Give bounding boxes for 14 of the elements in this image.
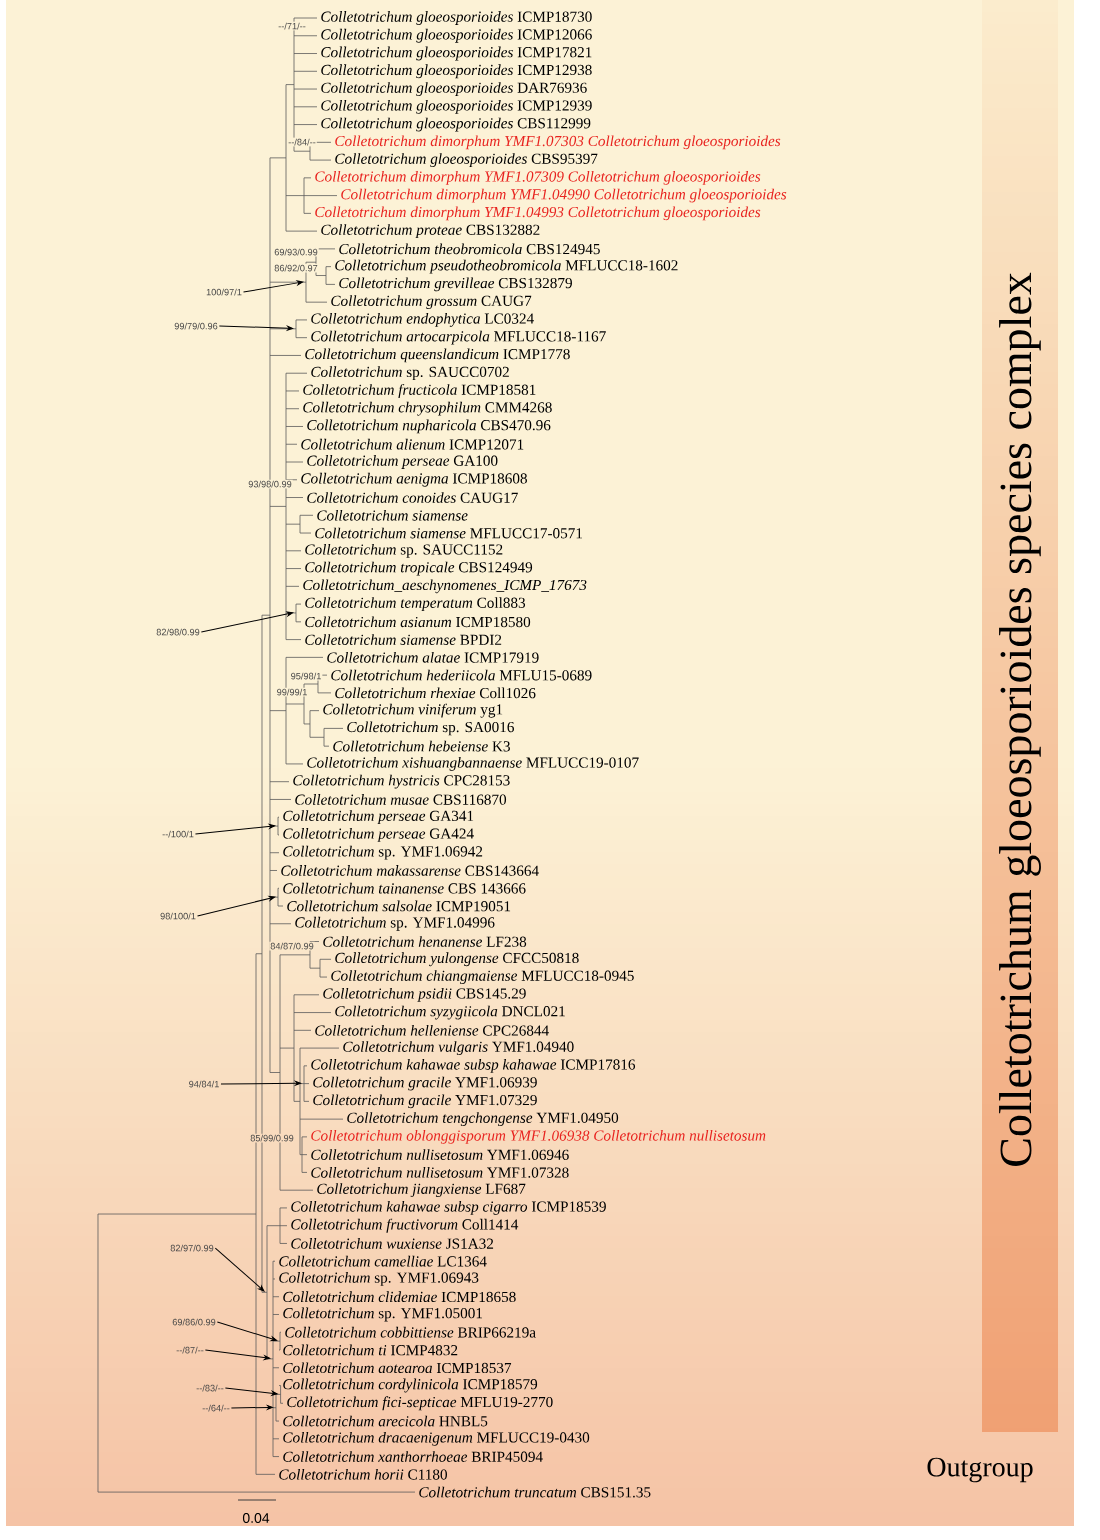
node-label: Colletotrichum gloeosporioides species complex <box>999 272 1041 1166</box>
leader-arrow <box>204 1349 271 1361</box>
species-complex-band: Colletotrichum gloeosporioides species complex <box>982 0 1058 1432</box>
leader-arrow <box>214 1247 265 1292</box>
leader-arrow <box>194 823 276 835</box>
leader-arrow <box>200 611 294 633</box>
leader-arrow <box>220 1080 302 1086</box>
leader-arrow <box>197 895 276 917</box>
group-label: Outgroup <box>927 1457 1033 1483</box>
leader-arrow <box>230 1405 274 1410</box>
leader-arrow <box>216 1321 278 1342</box>
leader-arrow <box>218 325 294 331</box>
leader-arrow <box>243 280 304 293</box>
leader-arrow <box>224 1387 278 1396</box>
